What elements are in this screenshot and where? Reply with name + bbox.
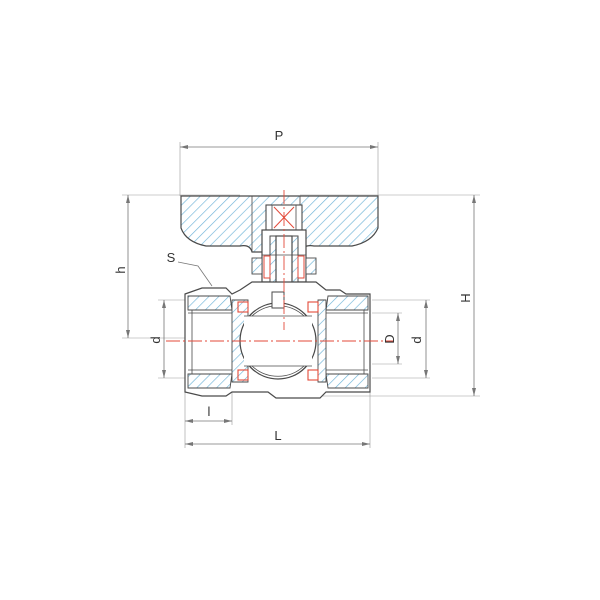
dim-label-P: P bbox=[275, 128, 284, 143]
dim-label-H: H bbox=[458, 293, 473, 302]
dim-label-d-left: d bbox=[148, 336, 163, 343]
centerlines bbox=[166, 190, 394, 342]
dim-label-h: h bbox=[113, 266, 128, 273]
ball-seats bbox=[237, 301, 319, 381]
right-end-wall-top bbox=[325, 295, 369, 311]
left-end-wall-top bbox=[187, 295, 233, 311]
left-end-wall-bottom bbox=[187, 373, 233, 389]
thread-lines bbox=[188, 310, 368, 374]
dim-label-l: l bbox=[208, 404, 211, 419]
dim-label-S: S bbox=[167, 250, 176, 265]
dimension-arrows bbox=[126, 145, 476, 446]
right-end-wall-bottom bbox=[325, 373, 369, 389]
dim-label-d-right: d bbox=[409, 336, 424, 343]
dimension-lines bbox=[127, 146, 475, 445]
dim-label-L: L bbox=[274, 428, 281, 443]
dim-label-D: D bbox=[382, 334, 397, 343]
